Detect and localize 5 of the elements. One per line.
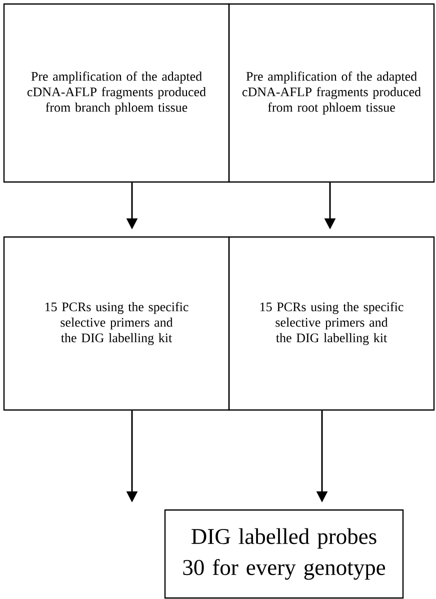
process-box: DIG labelled probes 30 for every genotype: [164, 509, 404, 599]
process-box: 15 PCRs using the specific selective primers and the DIG labelling kit: [228, 236, 435, 411]
process-box: 15 PCRs using the specific selective primers and the DIG labelling kit: [3, 236, 230, 411]
process-box: Pre amplification of the adapted cDNA-AFLP fragments produced from root phloem tissue: [228, 3, 435, 183]
process-box: Pre amplification of the adapted cDNA-AFLP fragments produced from branch phloem tissue: [3, 3, 230, 183]
